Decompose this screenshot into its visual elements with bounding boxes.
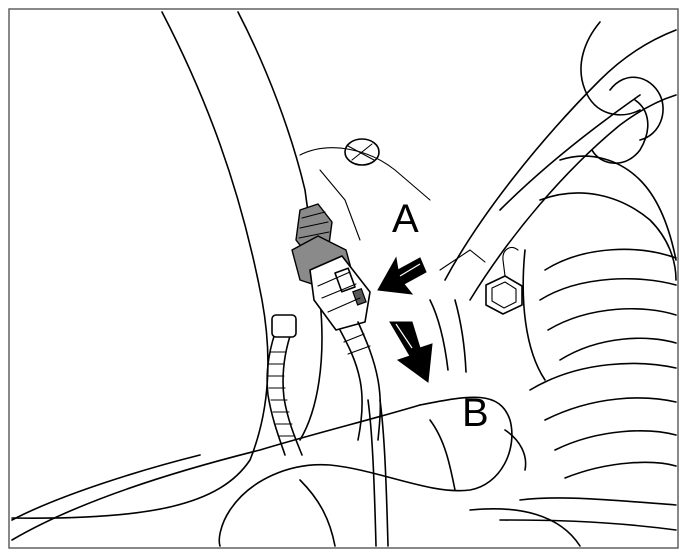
arrow-a-icon [377,256,427,295]
wiring-conduit [266,314,303,456]
sensor-connector [291,203,389,547]
upper-mount [299,138,431,241]
body-panel [11,11,323,519]
mount-hole-icon [344,138,380,166]
callout-label-b: B [462,391,489,435]
control-arm [11,396,527,547]
arrow-b-icon [389,321,433,383]
mounting-nut [485,247,523,315]
sensor-bracket [429,249,486,373]
callout-label-a: A [392,197,419,241]
frame-border [8,8,679,549]
drive-boot [469,362,677,547]
strut-assembly [444,21,677,381]
